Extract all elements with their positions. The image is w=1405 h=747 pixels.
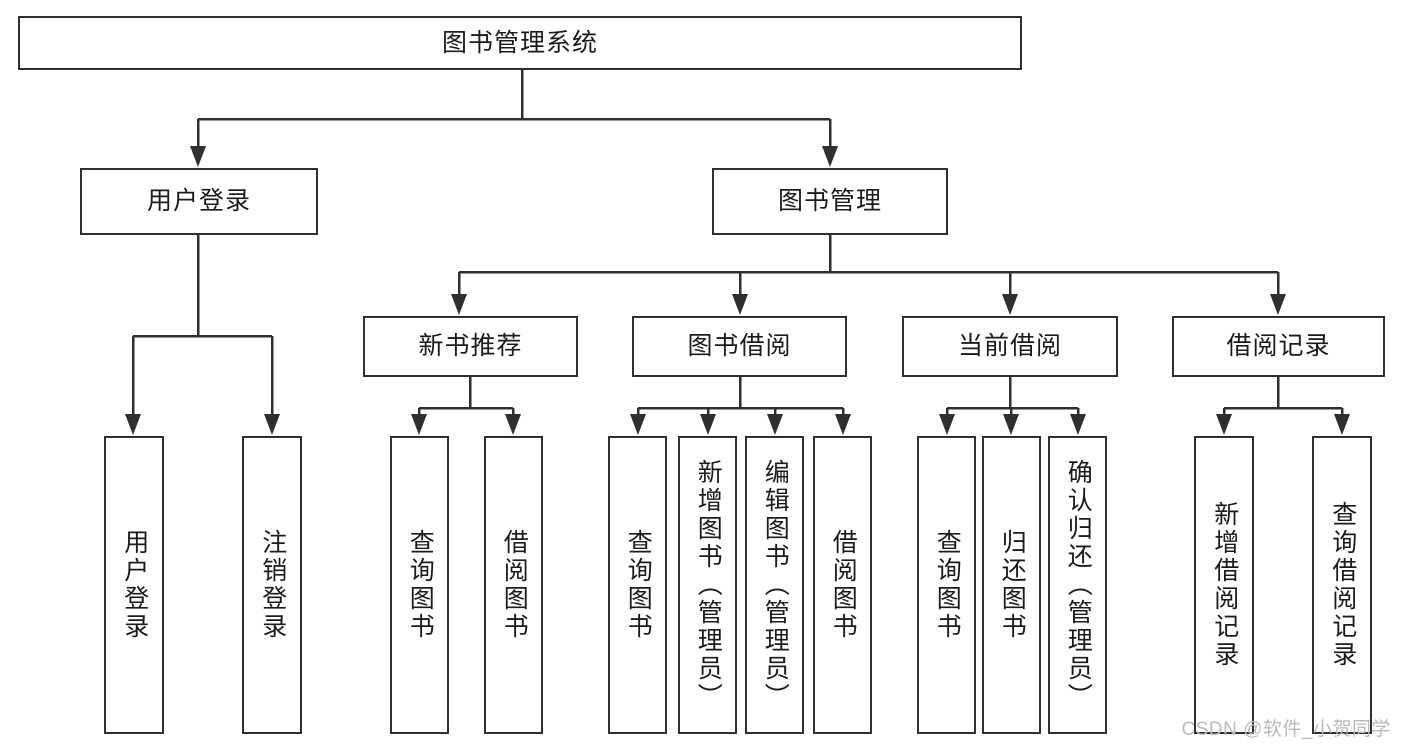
leaf-borrow-query-book-label: 查询图书 [624,529,653,641]
node-book-borrow[interactable]: 图书借阅 [632,316,847,377]
leaf-cur-confirm-return-label: 确认归还（管理员） [1064,459,1093,711]
node-new-book-rec-label: 新书推荐 [418,332,523,361]
leaf-user-login-label: 用户登录 [120,529,149,641]
node-borrow-record[interactable]: 借阅记录 [1172,316,1385,377]
node-current-borrow[interactable]: 当前借阅 [902,316,1118,377]
node-user-login-label: 用户登录 [146,187,251,216]
node-book-borrow-label: 图书借阅 [687,332,792,361]
leaf-rec-query-record[interactable]: 查询借阅记录 [1312,436,1372,734]
leaf-cur-query-book-label: 查询图书 [933,529,962,641]
leaf-borrow-borrow-book[interactable]: 借阅图书 [813,436,872,734]
node-root[interactable]: 图书管理系统 [18,16,1022,70]
leaf-borrow-query-book[interactable]: 查询图书 [608,436,667,734]
leaf-cur-return-book[interactable]: 归还图书 [982,436,1041,734]
leaf-borrow-add-book-label: 新增图书（管理员） [694,459,723,711]
leaf-borrow-add-book[interactable]: 新增图书（管理员） [678,436,737,734]
leaf-user-logout-label: 注销登录 [258,529,287,641]
leaf-user-logout[interactable]: 注销登录 [242,436,302,734]
leaf-rec-query-record-label: 查询借阅记录 [1328,501,1357,669]
node-user-login[interactable]: 用户登录 [80,168,318,235]
leaf-rec-borrow-book-label: 借阅图书 [500,529,529,641]
node-borrow-record-label: 借阅记录 [1226,332,1331,361]
node-book-manage-label: 图书管理 [777,187,882,216]
leaf-rec-add-record[interactable]: 新增借阅记录 [1194,436,1254,734]
leaf-cur-return-book-label: 归还图书 [998,529,1027,641]
node-new-book-rec[interactable]: 新书推荐 [363,316,578,377]
leaf-rec-query-book-label: 查询图书 [406,529,435,641]
leaf-borrow-edit-book[interactable]: 编辑图书（管理员） [745,436,804,734]
leaf-borrow-borrow-book-label: 借阅图书 [829,529,858,641]
node-book-manage[interactable]: 图书管理 [712,168,948,235]
node-root-label: 图书管理系统 [441,28,598,57]
node-current-borrow-label: 当前借阅 [957,332,1062,361]
leaf-cur-query-book[interactable]: 查询图书 [917,436,976,734]
leaf-user-login[interactable]: 用户登录 [104,436,164,734]
leaf-rec-add-record-label: 新增借阅记录 [1210,501,1239,669]
csdn-watermark: CSDN @软件_小贺同学 [1181,719,1391,740]
leaf-rec-query-book[interactable]: 查询图书 [390,436,449,734]
leaf-cur-confirm-return[interactable]: 确认归还（管理员） [1048,436,1107,734]
leaf-borrow-edit-book-label: 编辑图书（管理员） [761,459,790,711]
leaf-rec-borrow-book[interactable]: 借阅图书 [484,436,543,734]
